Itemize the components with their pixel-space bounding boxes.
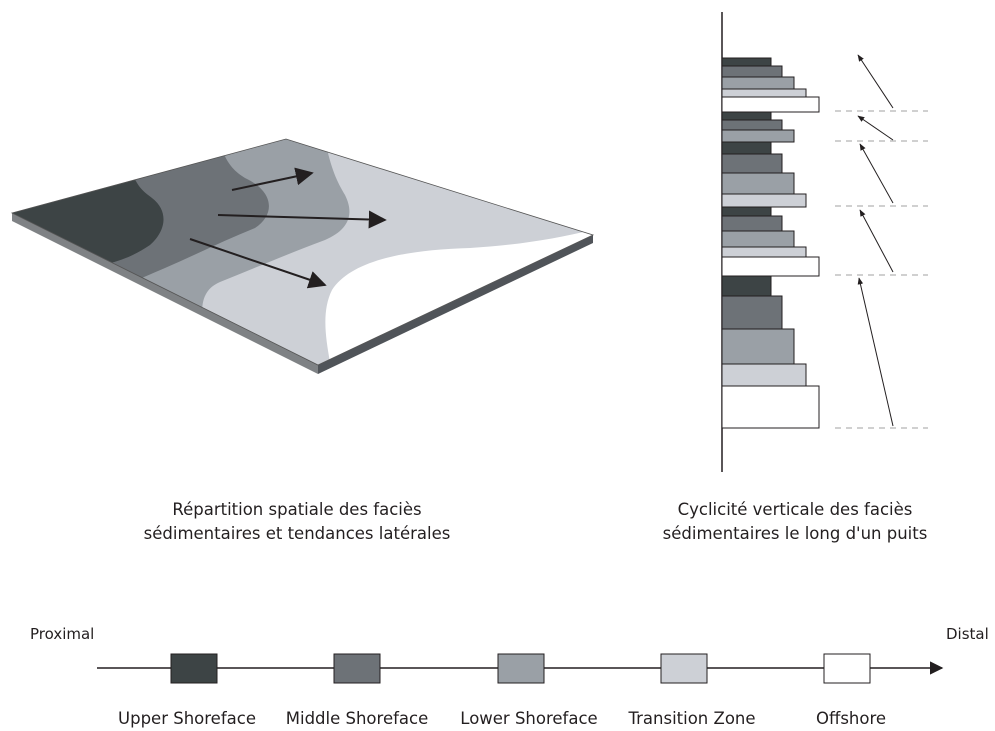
slab-left-side: [12, 213, 318, 374]
well-bar-upper-shoreface: [721, 111, 772, 121]
proximal-label: Proximal: [30, 625, 95, 643]
well-bar-middle-shoreface: [721, 295, 783, 330]
distal-label: Distal: [946, 625, 989, 643]
slab-front-side: [318, 235, 593, 374]
slab-top-outline: [10, 138, 595, 366]
well-bar-lower-shoreface: [721, 76, 795, 90]
well-bar-lower-shoreface: [721, 230, 795, 248]
well-bar-lower-shoreface: [721, 172, 795, 195]
legend-label-transition-zone: Transition Zone: [628, 709, 756, 728]
well-bar-upper-shoreface: [721, 206, 772, 217]
facies-map-surface: [12, 139, 593, 365]
well-bar-transition-zone: [721, 193, 807, 208]
well-bar-middle-shoreface: [721, 153, 783, 174]
legend-label-middle-shoreface: Middle Shoreface: [285, 709, 429, 728]
well-bar-middle-shoreface: [721, 215, 783, 232]
cycle-trend-arrow: [857, 115, 894, 141]
legend-label-offshore: Offshore: [815, 709, 887, 728]
cycle-trend-arrow: [859, 209, 894, 273]
well-bar-offshore: [721, 96, 820, 113]
well-bar-middle-shoreface: [721, 119, 783, 131]
well-bar-lower-shoreface: [721, 328, 795, 365]
well-log: [721, 12, 928, 472]
lateral-trend-arrow-2: [217, 210, 387, 229]
offshore-swatch: [823, 653, 871, 684]
well-bar-upper-shoreface: [721, 57, 772, 67]
cycle-trend-arrow: [857, 277, 894, 427]
well-log-bars: [721, 57, 820, 429]
well-bar-lower-shoreface: [721, 129, 795, 143]
facies-map-slab: [10, 138, 595, 374]
left-caption-line2: sédimentaires et tendances latérales: [143, 524, 451, 543]
lateral-trend-arrow-3: [189, 238, 327, 289]
cycle-trend-arrow: [857, 54, 894, 109]
middle-shoreface-swatch: [333, 653, 381, 684]
legend-swatches: [170, 653, 871, 684]
left-panel-caption: Répartition spatiale des faciès sédiment…: [87, 498, 507, 546]
right-panel-caption: Cyclicité verticale des faciès sédimenta…: [585, 498, 995, 546]
proximal-distal-axis: [97, 653, 944, 684]
well-bar-upper-shoreface: [721, 141, 772, 155]
legend-label-upper-shoreface: Upper Shoreface: [118, 709, 256, 728]
well-bar-transition-zone: [721, 363, 807, 387]
cycle-trend-arrows: [857, 54, 894, 427]
well-bar-transition-zone: [721, 246, 807, 258]
lower-shoreface-swatch: [497, 653, 545, 684]
transition-zone-swatch: [660, 653, 708, 684]
right-caption-line1: Cyclicité verticale des faciès: [677, 500, 913, 519]
upper-shoreface-swatch: [170, 653, 218, 684]
well-bar-middle-shoreface: [721, 65, 783, 78]
lateral-trend-arrow-1: [231, 167, 314, 191]
cycle-boundaries: [835, 110, 928, 429]
well-bar-upper-shoreface: [721, 275, 772, 297]
left-caption-line1: Répartition spatiale des faciès: [172, 500, 422, 519]
well-bar-transition-zone: [721, 88, 807, 98]
well-bar-offshore: [721, 256, 820, 277]
legend-label-lower-shoreface: Lower Shoreface: [460, 709, 598, 728]
well-bar-offshore: [721, 385, 820, 429]
right-caption-line2: sédimentaires le long d'un puits: [662, 524, 928, 543]
cycle-trend-arrow: [859, 143, 894, 204]
